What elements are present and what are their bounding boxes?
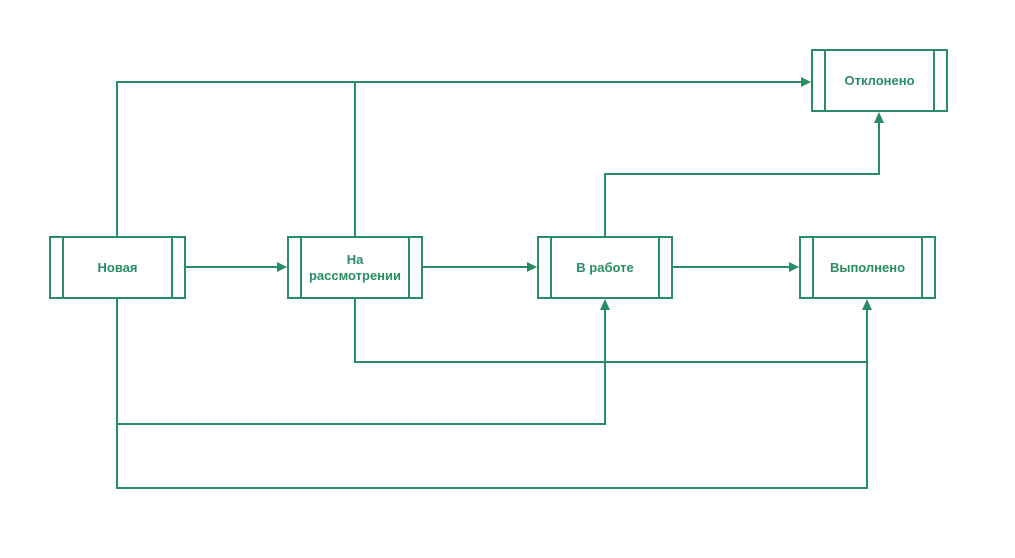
- edge-na-rassmotrenii-otkloneno[interactable]: [354, 82, 356, 236]
- node-side-bar: [550, 238, 552, 297]
- edge-v-rabote-otkloneno[interactable]: [604, 173, 880, 175]
- edge-novaya-v-rabote-arrowhead: [600, 299, 610, 310]
- edge-v-rabote-otkloneno[interactable]: [604, 174, 606, 236]
- node-side-bar: [921, 238, 923, 297]
- node-vypolneno-label: Выполнено: [829, 259, 906, 275]
- edge-novaya-otkloneno-arrowhead: [801, 77, 811, 87]
- node-side-bar: [824, 51, 826, 110]
- edge-novaya-v-rabote[interactable]: [604, 309, 606, 424]
- node-na-rassmotrenii[interactable]: На рассмотрении: [287, 236, 423, 299]
- node-v-rabote-label: В работе: [576, 259, 634, 275]
- edge-novaya-na-rassmotrenii-arrowhead: [277, 262, 287, 272]
- node-otkloneno-label: Отклонено: [844, 72, 915, 88]
- edge-v-rabote-vypolneno[interactable]: [673, 266, 789, 268]
- edge-novaya-otkloneno[interactable]: [116, 82, 118, 236]
- node-vypolneno[interactable]: Выполнено: [799, 236, 936, 299]
- node-side-bar: [933, 51, 935, 110]
- node-side-bar: [408, 238, 410, 297]
- node-novaya[interactable]: Новая: [49, 236, 186, 299]
- node-side-bar: [62, 238, 64, 297]
- edge-novaya-vypolneno[interactable]: [116, 487, 868, 489]
- edge-na-rassmotrenii-vypolneno[interactable]: [354, 361, 868, 363]
- edge-na-rassmotrenii-v-rabote-arrowhead: [527, 262, 537, 272]
- edge-novaya-na-rassmotrenii[interactable]: [186, 266, 278, 268]
- node-otkloneno[interactable]: Отклонено: [811, 49, 948, 112]
- edge-v-rabote-otkloneno[interactable]: [878, 121, 880, 175]
- edge-novaya-vypolneno[interactable]: [116, 299, 118, 489]
- node-novaya-label: Новая: [97, 259, 138, 275]
- edge-na-rassmotrenii-vypolneno[interactable]: [354, 299, 356, 363]
- node-side-bar: [658, 238, 660, 297]
- edge-novaya-vypolneno[interactable]: [866, 309, 868, 489]
- edge-v-rabote-otkloneno-arrowhead: [874, 112, 884, 123]
- edge-novaya-v-rabote[interactable]: [116, 423, 606, 425]
- edge-novaya-otkloneno[interactable]: [116, 81, 801, 83]
- node-side-bar: [171, 238, 173, 297]
- edge-na-rassmotrenii-v-rabote[interactable]: [423, 266, 527, 268]
- edge-novaya-vypolneno-arrowhead: [862, 299, 872, 310]
- node-side-bar: [300, 238, 302, 297]
- node-v-rabote[interactable]: В работе: [537, 236, 673, 299]
- node-na-rassmotrenii-label: На рассмотрении: [308, 251, 402, 283]
- node-side-bar: [812, 238, 814, 297]
- edge-v-rabote-vypolneno-arrowhead: [789, 262, 799, 272]
